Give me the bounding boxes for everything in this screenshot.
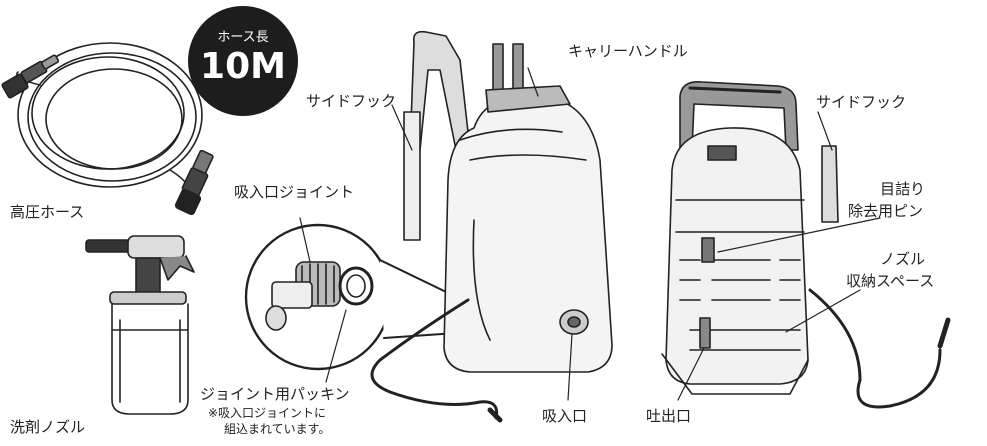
pressure-washer-front-view bbox=[661, 80, 951, 409]
label-packing-note-line2: 組込まれています。 bbox=[224, 422, 331, 436]
label-high-pressure-hose: 高圧ホース bbox=[10, 203, 85, 221]
label-unclog-pin-line2: 除去用ピン bbox=[848, 202, 924, 220]
label-nozzle-storage-line2: 収納スペース bbox=[846, 272, 935, 290]
label-side-hook-right: サイドフック bbox=[816, 93, 907, 111]
label-joint-packing: ジョイント用パッキン bbox=[200, 385, 350, 403]
label-carry-handle: キャリーハンドル bbox=[568, 42, 688, 60]
label-unclog-pin-line1: 目詰り bbox=[880, 180, 926, 198]
pressure-washer-side-view bbox=[370, 30, 613, 423]
label-inlet-joint: 吸入口ジョイント bbox=[234, 183, 355, 201]
label-side-hook-left: サイドフック bbox=[306, 92, 397, 110]
hose-length-value: 10M bbox=[200, 46, 286, 87]
hose-illustration bbox=[1, 42, 214, 216]
label-detergent-nozzle: 洗剤ノズル bbox=[10, 418, 86, 436]
label-nozzle-storage-line1: ノズル bbox=[880, 250, 926, 268]
detergent-nozzle-illustration bbox=[85, 235, 195, 415]
hose-length-caption: ホース長 bbox=[217, 30, 269, 45]
label-outlet: 吐出口 bbox=[646, 407, 692, 425]
label-inlet: 吸入口 bbox=[542, 407, 588, 425]
label-packing-note-line1: ※吸入口ジョイントに bbox=[208, 406, 327, 420]
hose-fitting-bottom bbox=[174, 149, 214, 216]
hose-length-badge: ホース長 10M bbox=[188, 6, 298, 116]
hose-fitting-top bbox=[1, 54, 59, 99]
leader-lines bbox=[299, 67, 881, 401]
